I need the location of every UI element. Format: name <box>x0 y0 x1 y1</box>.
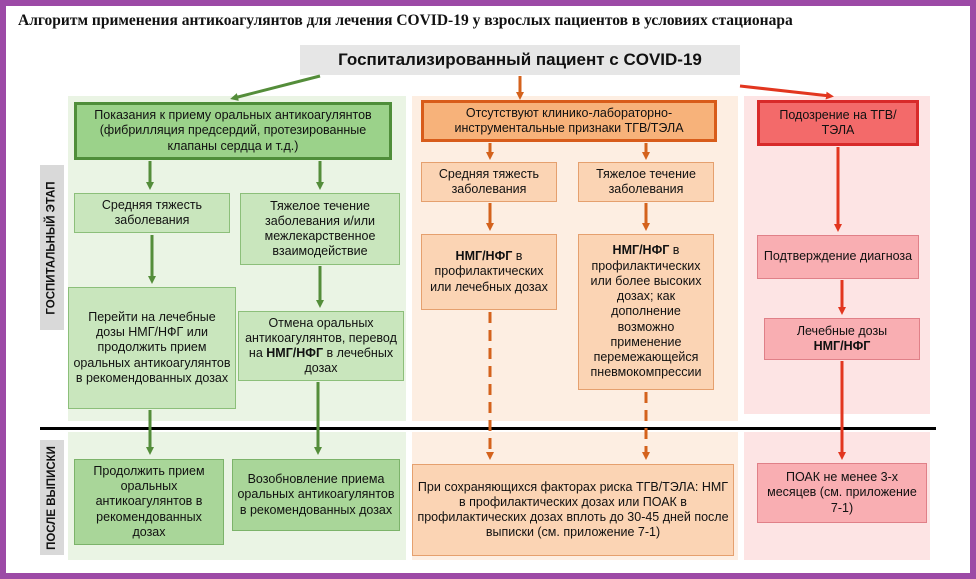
cancel-oral-anticoagulants-text: Отмена оральных антикоагулянтов, перевод… <box>245 315 397 376</box>
suspected-dvt-pe: Подозрение на ТГВ/ТЭЛА <box>757 100 919 146</box>
orange-severe-course: Тяжелое течение заболевания <box>578 162 714 202</box>
orange-moderate-dosing: НМГ/НФГ в профилактических или лечебных … <box>421 234 557 310</box>
hospitalized-patient-header: Госпитализированный пациент с COVID-19 <box>300 45 740 75</box>
no-dvt-pe-signs: Отсутствуют клинико-лабораторно-инструме… <box>421 100 717 142</box>
green-severe-course: Тяжелое течение заболевания и/или межлек… <box>240 193 400 265</box>
diagnosis-confirmation: Подтверждение диагноза <box>757 235 919 279</box>
stage-label-hospital: ГОСПИТАЛЬНЫЙ ЭТАП <box>40 165 64 330</box>
cancel-oral-anticoagulants: Отмена оральных антикоагулянтов, перевод… <box>238 311 404 381</box>
orange-severe-dosing: НМГ/НФГ в профилактических или более выс… <box>578 234 714 390</box>
doac-3-months: ПОАК не менее 3-х месяцев (см. приложени… <box>757 463 927 523</box>
green-moderate-severity: Средняя тяжесть заболевания <box>74 193 230 233</box>
orange-moderate-severity: Средняя тяжесть заболевания <box>421 162 557 202</box>
orange-severe-dosing-text: НМГ/НФГ в профилактических или более выс… <box>590 243 702 380</box>
orange-discharge-prophylaxis: При сохраняющихся факторах риска ТГВ/ТЭЛ… <box>412 464 734 556</box>
oral-anticoagulant-indications: Показания к приему оральных антикоагулян… <box>74 102 392 160</box>
arrow-header-to-green <box>230 74 321 101</box>
arrow-header-to-red <box>739 84 834 100</box>
continue-oral-anticoagulants: Продолжить прием оральных антикоагулянто… <box>74 459 224 545</box>
stage-divider <box>40 427 936 430</box>
resume-oral-anticoagulants: Возобновление приема оральных антикоагул… <box>232 459 400 531</box>
page-title: Алгоритм применения антикоагулянтов для … <box>18 12 793 29</box>
switch-to-therapeutic-doses: Перейти на лечебные дозы НМГ/НФГ или про… <box>68 287 236 409</box>
orange-moderate-dosing-text: НМГ/НФГ в профилактических или лечебных … <box>430 249 548 294</box>
stage-label-discharge: ПОСЛЕ ВЫПИСКИ <box>40 440 64 555</box>
